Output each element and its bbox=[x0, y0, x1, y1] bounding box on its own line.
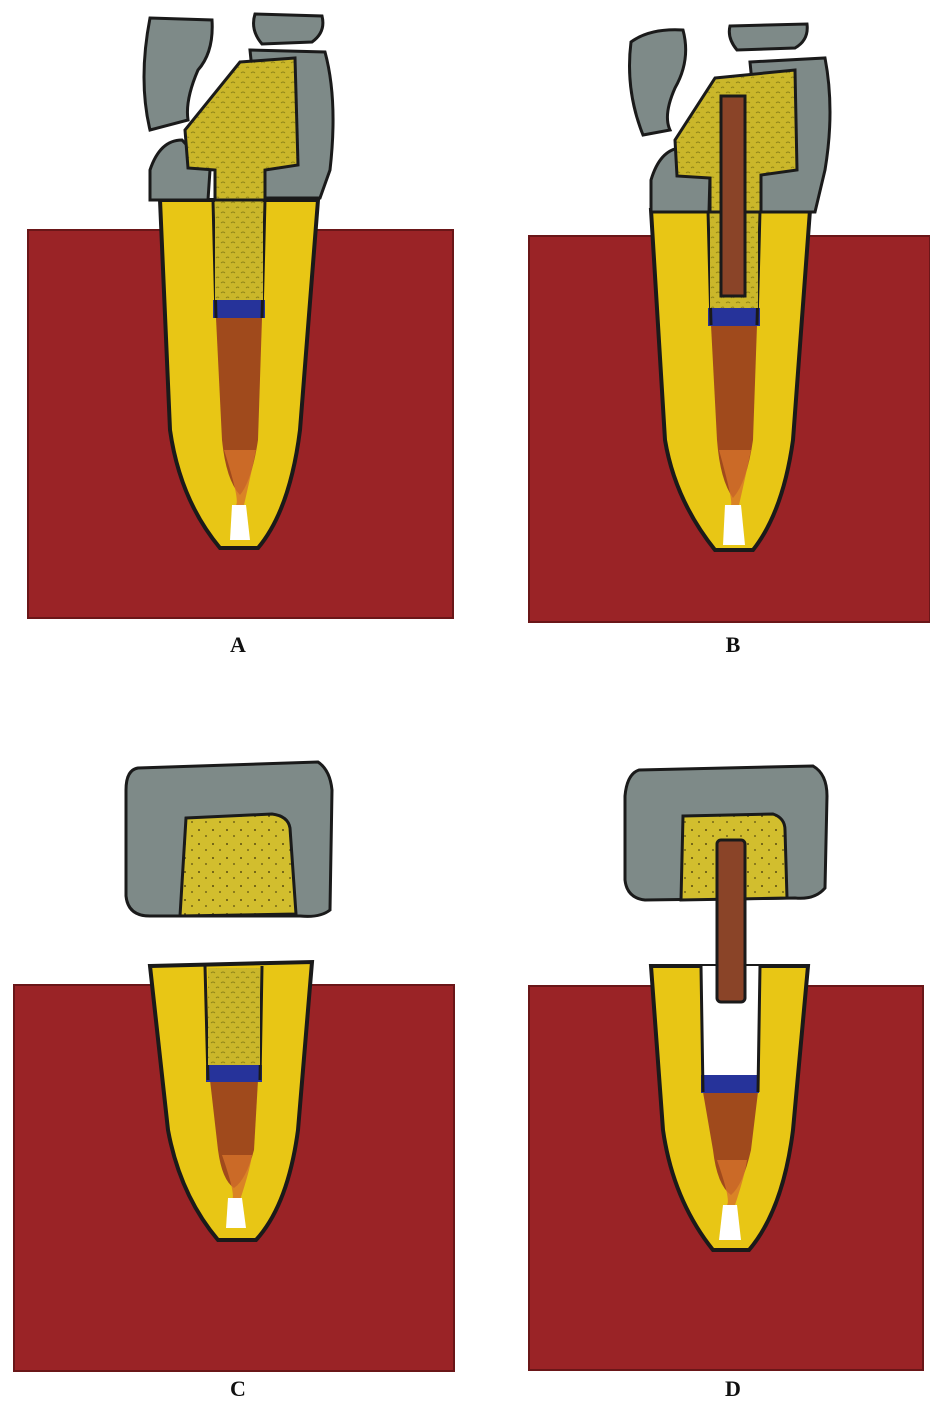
panel-b-drawing bbox=[465, 0, 930, 700]
panel-a: A bbox=[0, 0, 465, 700]
orifice-seal bbox=[213, 300, 265, 318]
orifice-seal bbox=[708, 308, 760, 326]
crown-fragment-top bbox=[729, 24, 807, 50]
panel-d: D bbox=[465, 700, 930, 1404]
panel-d-drawing bbox=[465, 700, 930, 1404]
panel-c-drawing bbox=[0, 700, 465, 1404]
panel-label-d: D bbox=[713, 1376, 753, 1402]
orifice-seal bbox=[206, 1065, 262, 1082]
core-in-canal bbox=[215, 200, 263, 300]
panel-label-c: C bbox=[218, 1376, 258, 1402]
crown-fragment-top bbox=[254, 14, 323, 44]
post bbox=[721, 96, 745, 296]
crown-fragment-left bbox=[630, 30, 686, 135]
panel-label-a: A bbox=[218, 632, 258, 658]
orifice-seal bbox=[701, 1075, 759, 1093]
panel-b: B bbox=[465, 0, 930, 700]
post bbox=[717, 840, 745, 1002]
core-in-canal bbox=[208, 968, 260, 1065]
panel-c: C bbox=[0, 700, 465, 1404]
core-buildup bbox=[180, 814, 296, 916]
panel-label-b: B bbox=[713, 632, 753, 658]
panel-a-drawing bbox=[0, 0, 465, 700]
